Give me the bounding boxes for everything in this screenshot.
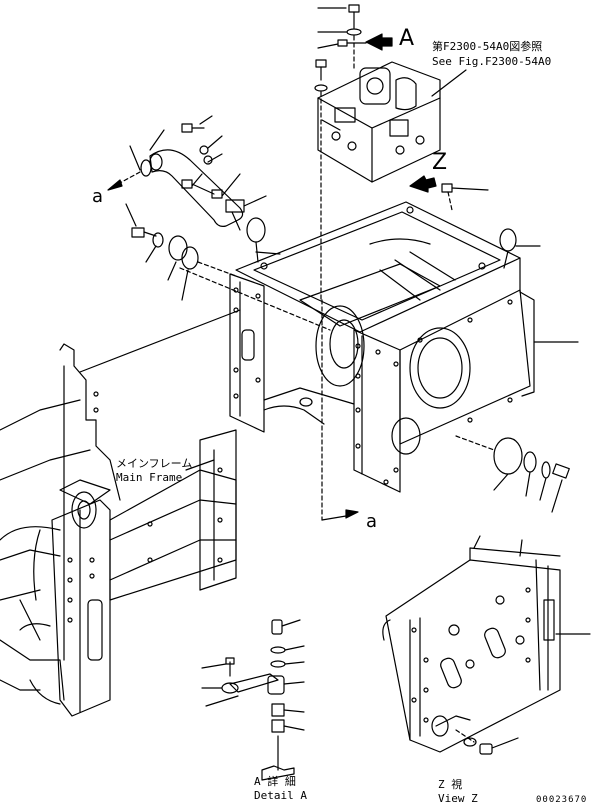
reference-en: See Fig.F2300-54A0 [432,55,552,68]
top-bolts [315,5,466,300]
view-z-label-en: View Z [438,792,478,805]
main-frame-label-jp: メインフレーム [116,457,193,470]
detail-a-parts [202,620,304,780]
view-z-arrow [410,176,488,210]
plug-assembly-left [126,204,236,300]
top-cover-assembly [318,62,440,182]
view-a-callout: A [399,26,415,51]
eye-bolt-left [247,218,280,262]
eye-bolt-right [500,229,540,268]
view-z-label-jp: Z 視 [438,778,463,791]
arrow-a-bottom-label: a [366,511,378,532]
main-case [80,202,578,520]
reference-jp: 第F2300-54A0図参照 [432,40,543,53]
main-frame [0,344,236,716]
plug-assembly-right [456,436,569,512]
view-z-drawing [383,536,590,754]
view-z-callout: Z [432,150,448,175]
main-frame-label-en: Main Frame [116,471,183,484]
tube-assembly [108,116,266,230]
detail-a-label-en: Detail A [254,789,307,802]
arrow-a-left-label: a [92,186,104,207]
arrow-a-bottom [322,510,358,520]
drawing-number: 00023670 [536,795,588,805]
detail-a-label-jp: A 詳 細 [254,775,296,788]
